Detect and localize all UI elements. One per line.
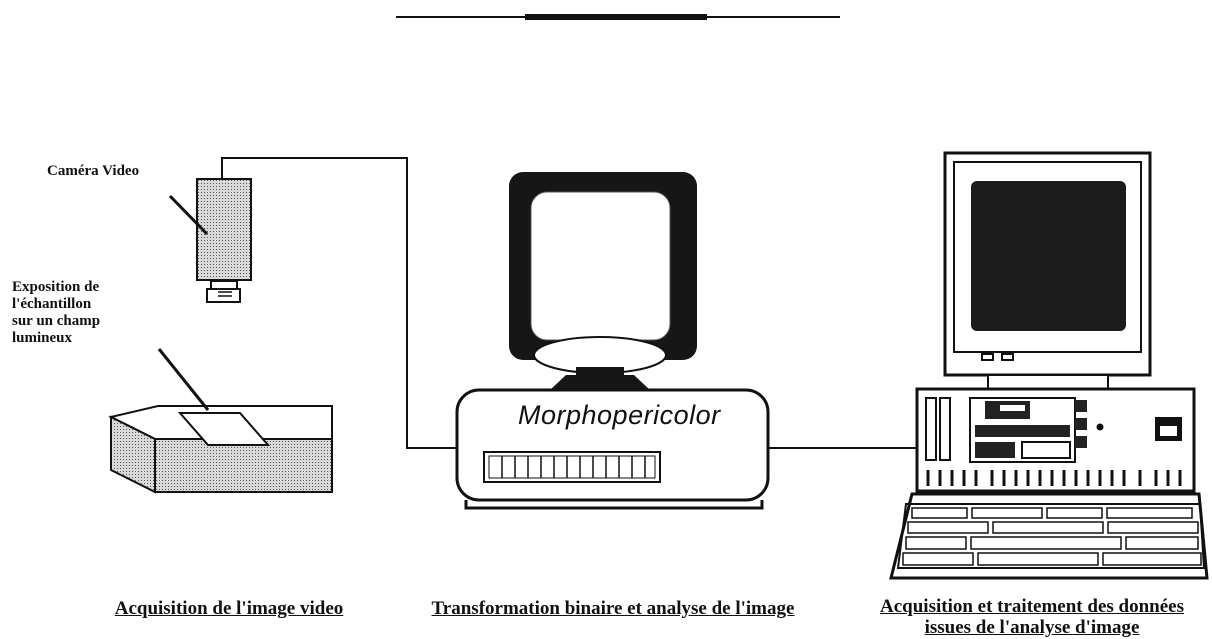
caption-right-line1: Acquisition et traitement des données: [852, 596, 1212, 617]
pc-tower-icon: [917, 389, 1194, 491]
keyboard-icon: [891, 494, 1207, 578]
exposition-label: Exposition de l'échantillon sur un champ…: [12, 279, 100, 347]
sample-pointer: [159, 349, 208, 410]
pc-monitor-icon: [945, 153, 1150, 389]
camera-label: Caméra Video: [47, 163, 139, 180]
brand-label: Morphopericolor: [518, 400, 721, 431]
caption-left: Acquisition de l'image video: [84, 598, 374, 619]
camera-icon: [197, 179, 251, 302]
caption-middle: Transformation binaire et analyse de l'i…: [388, 598, 838, 619]
light-box-icon: [111, 406, 332, 492]
morphopericolor-unit: [457, 172, 768, 508]
caption-right-line2: issues de l'analyse d'image: [852, 617, 1212, 638]
